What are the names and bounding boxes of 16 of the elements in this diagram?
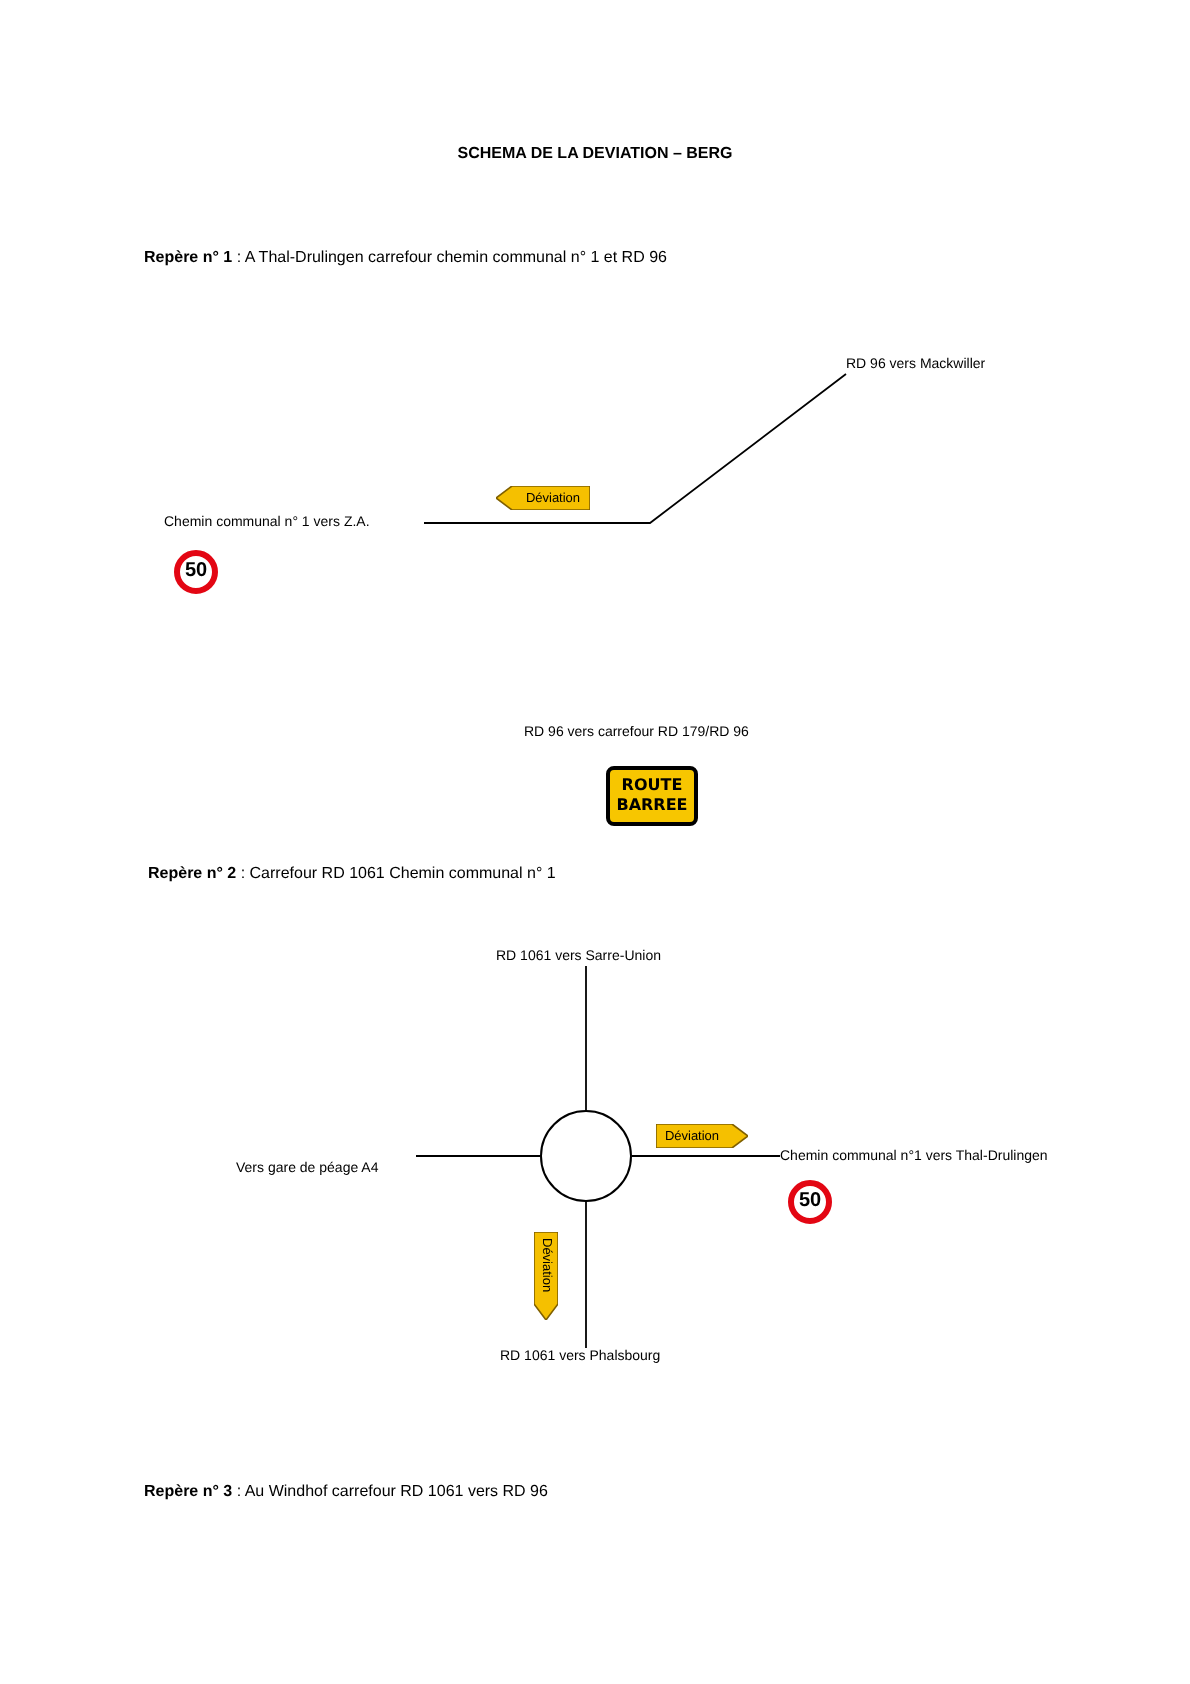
detour-sign bbox=[534, 1232, 558, 1320]
detour-sign bbox=[496, 486, 590, 510]
speed-limit-sign: 50 bbox=[788, 1180, 832, 1224]
detour-sign bbox=[656, 1124, 748, 1148]
speed-limit-sign: 50 bbox=[174, 550, 218, 594]
road-line bbox=[585, 1201, 587, 1349]
road-closed-sign: ROUTE BARREE bbox=[606, 766, 698, 826]
road-line bbox=[423, 373, 847, 524]
road-line bbox=[415, 1155, 541, 1157]
section-heading: Repère n° 1 : A Thal-Drulingen carrefour chemin communal n° 1 et RD 96 bbox=[144, 248, 667, 266]
section-heading: Repère n° 3 : Au Windhof carrefour RD 1061 vers RD 96 bbox=[144, 1482, 548, 1500]
roundabout bbox=[540, 1110, 632, 1202]
road-line bbox=[585, 965, 587, 1111]
section-heading: Repère n° 2 : Carrefour RD 1061 Chemin communal n° 1 bbox=[148, 864, 556, 882]
page-title: SCHEMA DE LA DEVIATION – BERG bbox=[455, 144, 735, 162]
road-line bbox=[631, 1155, 781, 1157]
